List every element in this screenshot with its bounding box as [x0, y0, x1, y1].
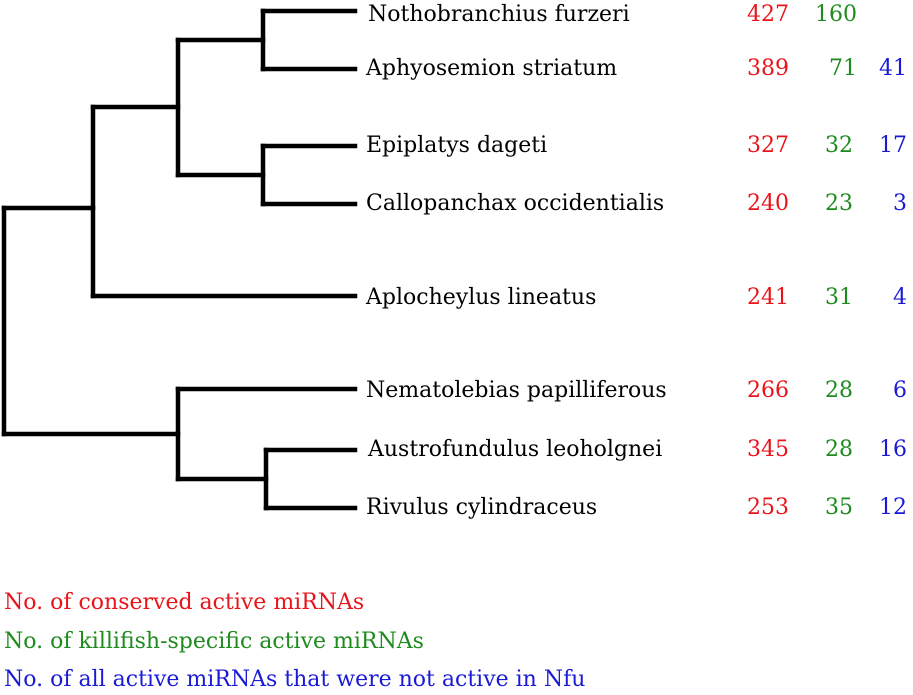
legend-conserved: No. of conserved active miRNAs [4, 590, 365, 615]
killifish-count: 23 [825, 191, 853, 216]
not-nfu-count: 12 [879, 495, 907, 520]
conserved-count: 240 [747, 191, 789, 216]
killifish-count: 28 [825, 437, 853, 462]
killifish-count: 71 [829, 56, 857, 81]
species-label: Callopanchax occidentialis [366, 191, 665, 216]
legend-killifish: No. of killifish-specific active miRNAs [4, 629, 424, 654]
species-label: Austrofundulus leoholgnei [368, 437, 663, 462]
not-nfu-count: 41 [879, 56, 907, 81]
conserved-count: 241 [747, 285, 789, 310]
not-nfu-count: 4 [893, 285, 907, 310]
species-label: Aphyosemion striatum [366, 56, 618, 81]
species-label: Epiplatys dageti [366, 133, 548, 158]
species-label: Rivulus cylindraceus [366, 495, 598, 520]
not-nfu-count: 16 [879, 437, 907, 462]
conserved-count: 253 [747, 495, 789, 520]
conserved-count: 345 [747, 437, 789, 462]
species-label: Aplocheylus lineatus [366, 285, 597, 310]
conserved-count: 427 [747, 2, 789, 27]
conserved-count: 266 [747, 378, 789, 403]
legend-not-nfu: No. of all active miRNAs that were not a… [4, 667, 586, 692]
killifish-count: 31 [825, 285, 853, 310]
killifish-count: 28 [825, 378, 853, 403]
not-nfu-count: 3 [893, 191, 907, 216]
not-nfu-count: 17 [879, 133, 907, 158]
killifish-count: 35 [825, 495, 853, 520]
killifish-count: 32 [825, 133, 853, 158]
not-nfu-count: 6 [893, 378, 907, 403]
species-label: Nothobranchius furzeri [368, 2, 630, 27]
conserved-count: 389 [747, 56, 789, 81]
species-label: Nematolebias papilliferous [366, 378, 667, 403]
conserved-count: 327 [747, 133, 789, 158]
killifish-count: 160 [815, 2, 857, 27]
